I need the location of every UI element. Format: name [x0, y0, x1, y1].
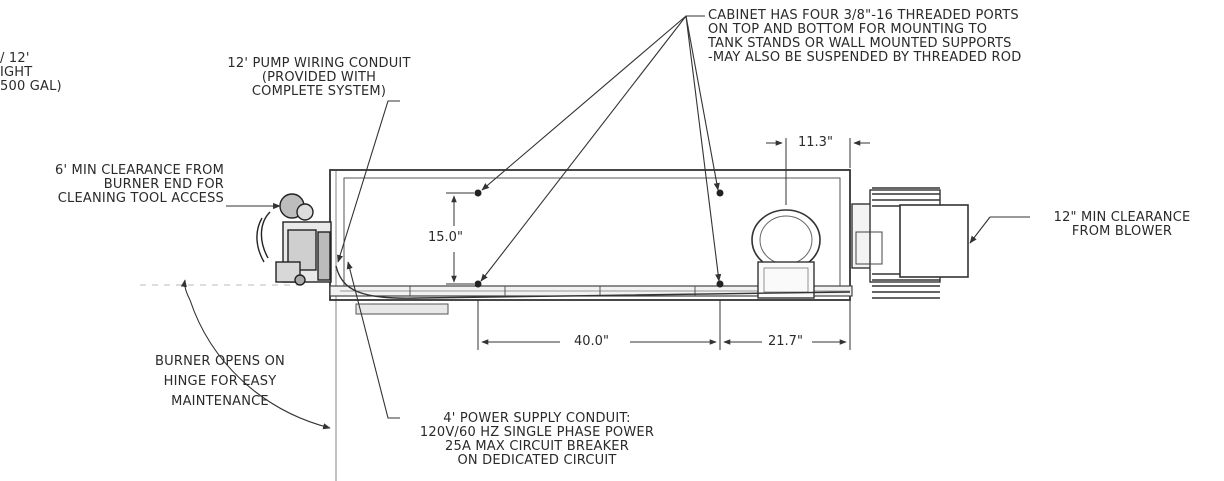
burner-hinge-line-2: HINGE FOR EASY [163, 374, 277, 389]
cabinet-ports-line-1: CABINET HAS FOUR 3/8"-16 THREADED PORTS [708, 8, 1019, 23]
dimension-port-to-end: 21.7" [766, 334, 805, 349]
pump-conduit-line-2: (PROVIDED WITH [261, 70, 377, 85]
dimension-blower-offset: 11.3" [796, 135, 835, 150]
flue-collar [751, 209, 821, 299]
pump-conduit-line-3: COMPLETE SYSTEM) [251, 84, 387, 99]
power-conduit-line-3: 25A MAX CIRCUIT BREAKER [445, 439, 629, 454]
power-conduit-line-2: 120V/60 HZ SINGLE PHASE POWER [419, 425, 655, 440]
dimension-port-height: 15.0" [426, 230, 465, 245]
tank-note-partial: / 12' IGHT 500 GAL) [0, 52, 62, 94]
burner-hinge-line-3: MAINTENANCE [171, 394, 269, 409]
blower-assembly [851, 187, 969, 299]
cabinet-ports-line-3: TANK STANDS OR WALL MOUNTED SUPPORTS [708, 36, 1012, 51]
blower-clearance-note: 12" MIN CLEARANCE FROM BLOWER [1032, 211, 1212, 239]
pump-conduit-note: 12' PUMP WIRING CONDUIT (PROVIDED WITH C… [224, 57, 414, 99]
burner-assembly [256, 193, 332, 286]
cabinet-ports-line-4: -MAY ALSO BE SUSPENDED BY THREADED ROD [708, 50, 1022, 65]
cabinet-ports-line-2: ON TOP AND BOTTOM FOR MOUNTING TO [708, 22, 988, 37]
blower-clearance-line-1: 12" MIN CLEARANCE [1053, 210, 1191, 225]
tank-note-line-2: IGHT [0, 65, 33, 80]
dimension-lines [446, 138, 870, 350]
leader-lines [180, 15, 1030, 430]
pump-conduit-line [335, 265, 851, 299]
burner-hinge-note: BURNER OPENS ON HINGE FOR EASY MAINTENAN… [140, 352, 300, 412]
blower-clearance-line-2: FROM BLOWER [1071, 224, 1173, 239]
power-conduit-line-4: ON DEDICATED CIRCUIT [457, 453, 617, 468]
tank-note-line-1: / 12' [0, 51, 30, 66]
dimension-port-spacing: 40.0" [572, 334, 611, 349]
tank-note-line-3: 500 GAL) [0, 79, 62, 94]
heater-cabinet [329, 169, 853, 315]
power-conduit-note: 4' POWER SUPPLY CONDUIT: 120V/60 HZ SING… [392, 412, 682, 468]
power-conduit-line-1: 4' POWER SUPPLY CONDUIT: [443, 411, 631, 426]
burner-clearance-line-3: CLEANING TOOL ACCESS [57, 191, 224, 206]
cabinet-ports-note: CABINET HAS FOUR 3/8"-16 THREADED PORTS … [708, 9, 1021, 65]
mounting-ports [474, 189, 724, 288]
burner-clearance-note: 6' MIN CLEARANCE FROM BURNER END FOR CLE… [10, 164, 224, 206]
pump-conduit-line-1: 12' PUMP WIRING CONDUIT [227, 56, 411, 71]
burner-clearance-line-1: 6' MIN CLEARANCE FROM [54, 163, 224, 178]
burner-clearance-line-2: BURNER END FOR [103, 177, 224, 192]
burner-hinge-line-1: BURNER OPENS ON [155, 354, 285, 369]
